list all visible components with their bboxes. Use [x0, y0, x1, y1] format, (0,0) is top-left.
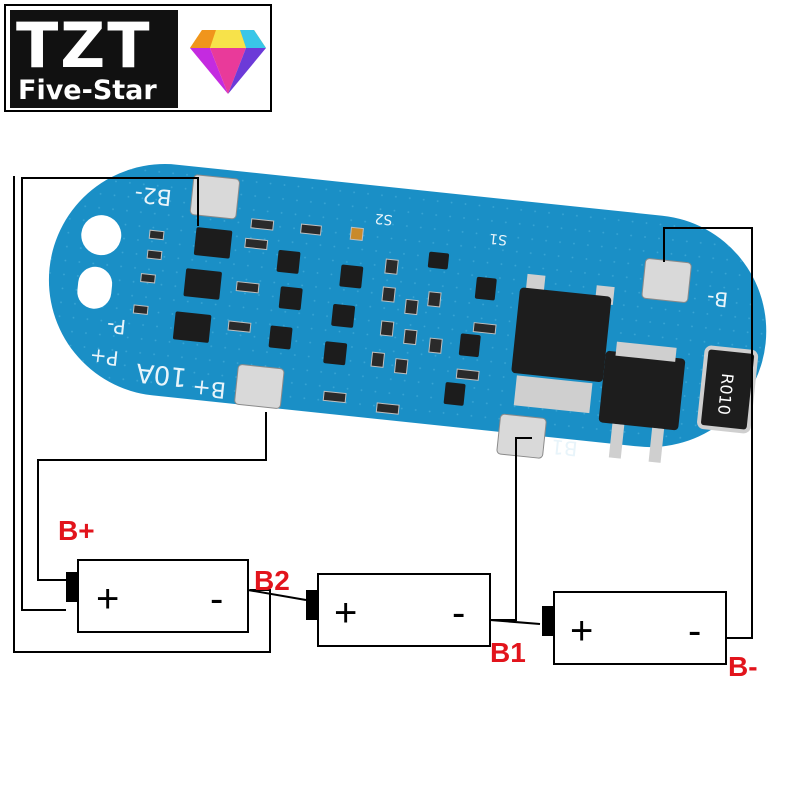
terminal-labels: B+ B2 B1 B- — [58, 515, 758, 682]
pad-b2 — [189, 174, 240, 220]
mosfet-1 — [511, 287, 612, 382]
bms-circuit-board: B2- P- P+ 10A B+ B1 B- S1 S2 R010 — [48, 164, 767, 463]
label-s2: S2 — [374, 210, 393, 228]
logo-brand-top: TZT — [16, 9, 152, 82]
mounting-slot — [77, 266, 113, 309]
mosfets — [511, 273, 686, 463]
pad-b-plus — [234, 364, 285, 409]
label-b1: B1 — [550, 434, 579, 461]
label-b-minus: B- — [706, 286, 729, 312]
silkscreen: B2- P- P+ 10A B+ B1 B- S1 S2 R010 — [89, 181, 738, 462]
terminal-label-b-plus: B+ — [58, 515, 95, 546]
label-p-minus: P- — [106, 313, 127, 339]
passive-components — [132, 218, 497, 415]
battery-cells: + - + - + - — [66, 559, 727, 665]
wire-b2-pad — [21, 177, 199, 611]
protection-ics — [172, 227, 497, 406]
logo-brand-bottom: Five-Star — [18, 75, 157, 106]
label-p-plus: P+ — [89, 344, 120, 371]
label-s1: S1 — [488, 230, 507, 248]
pad-b-minus — [641, 258, 692, 303]
cell-3-positive: + — [570, 609, 593, 653]
wire-b-plus — [37, 412, 267, 581]
wire-b-minus — [663, 227, 753, 639]
cell-1-negative: - — [210, 577, 223, 621]
label-rating: 10A — [135, 357, 189, 392]
cell-1-positive: + — [96, 577, 119, 621]
cell-3: + - — [542, 591, 727, 665]
cell-2-negative: - — [452, 591, 465, 635]
mounting-hole — [81, 215, 122, 256]
pad-b1 — [496, 413, 547, 459]
terminal-label-b2: B2 — [254, 565, 290, 596]
diamond-icon — [190, 30, 266, 94]
label-b-plus: B+ — [191, 374, 227, 402]
terminal-label-b-minus: B- — [728, 651, 758, 682]
cell-2-positive: + — [334, 591, 357, 635]
wire-cell1-cell2 — [247, 589, 307, 601]
label-shunt: R010 — [714, 372, 737, 415]
wire-b2-node — [13, 176, 271, 653]
terminal-label-b1: B1 — [490, 637, 526, 668]
brand-logo: TZT Five-Star — [4, 4, 272, 112]
mosfet-2 — [598, 350, 686, 431]
logo-dark-panel: TZT Five-Star — [10, 10, 178, 108]
cell-1: + - — [66, 559, 249, 633]
wiring — [13, 176, 753, 653]
wire-b1 — [490, 437, 532, 621]
wire-cell2-cell3 — [489, 619, 541, 625]
cell-2: + - — [306, 573, 491, 647]
cell-3-negative: - — [688, 609, 701, 653]
label-b2-minus: B2- — [134, 181, 173, 210]
